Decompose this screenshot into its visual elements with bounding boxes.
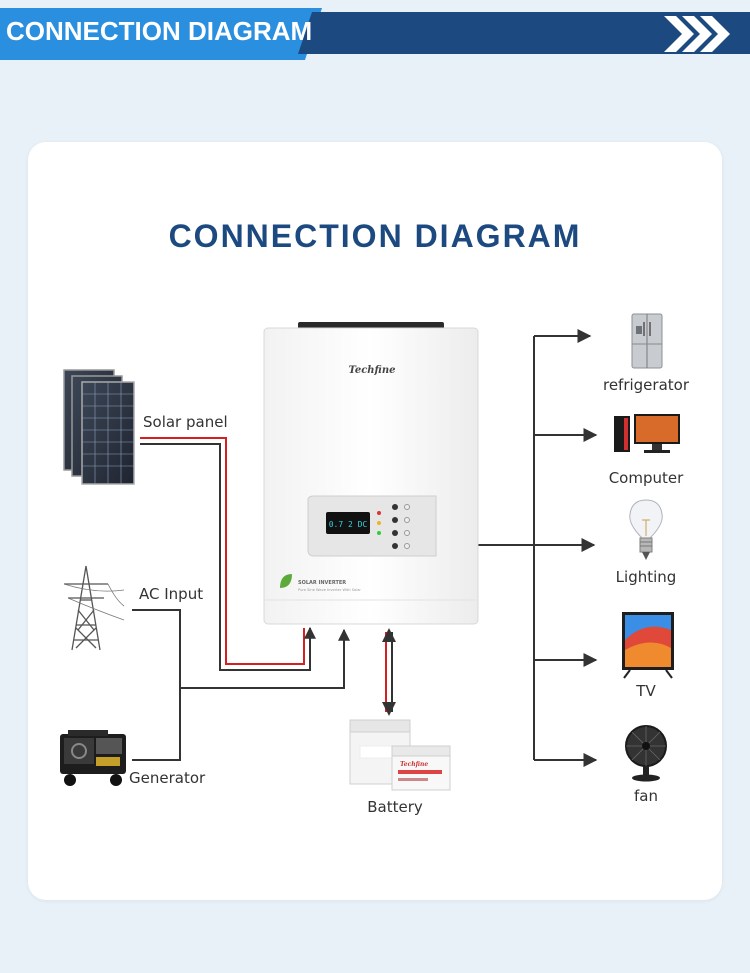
svg-text:0.7 2 DC: 0.7 2 DC: [329, 520, 368, 529]
light-bulb-icon: [629, 499, 663, 560]
fan-icon: [625, 725, 667, 782]
output-wires: [476, 329, 598, 767]
computer-icon: [614, 414, 680, 453]
banner-title: CONNECTION DIAGRAM: [6, 16, 313, 46]
label-refrigerator: refrigerator: [602, 376, 689, 394]
refrigerator-icon: [631, 313, 663, 369]
label-battery: Battery: [367, 798, 423, 816]
label-tv: TV: [636, 682, 656, 700]
battery-icon: Techfine: [349, 719, 451, 791]
label-solar-panel: Solar panel: [143, 413, 228, 431]
tv-icon: [622, 612, 674, 679]
battery-wires: [382, 628, 396, 716]
solar-panel-icon: [63, 369, 135, 485]
inverter-caption: SOLAR INVERTER: [298, 580, 346, 586]
diagram-title: CONNECTION DIAGRAM: [168, 218, 582, 254]
label-lighting: Lighting: [615, 568, 677, 586]
generator-icon: [60, 730, 126, 786]
battery-brand: Techfine: [400, 761, 428, 768]
label-computer: Computer: [608, 469, 684, 487]
label-fan: fan: [634, 787, 658, 805]
label-ac-input: AC Input: [139, 585, 204, 603]
label-generator: Generator: [129, 769, 206, 787]
power-tower-icon: [63, 565, 125, 651]
inverter-brand: Techfine: [349, 365, 396, 376]
inverter-device: 0.7 2 DC SOLAR INVERTER Pure Sine Wave I…: [263, 322, 479, 625]
ac-generator-wires: [132, 609, 350, 761]
inverter-subcaption: Pure Sine Wave Inverter With Solar: [298, 588, 361, 592]
solar-wires: [140, 437, 316, 671]
leaf-icon: [280, 574, 292, 588]
header-banner: [0, 8, 750, 60]
chevrons-icon: [664, 16, 730, 52]
